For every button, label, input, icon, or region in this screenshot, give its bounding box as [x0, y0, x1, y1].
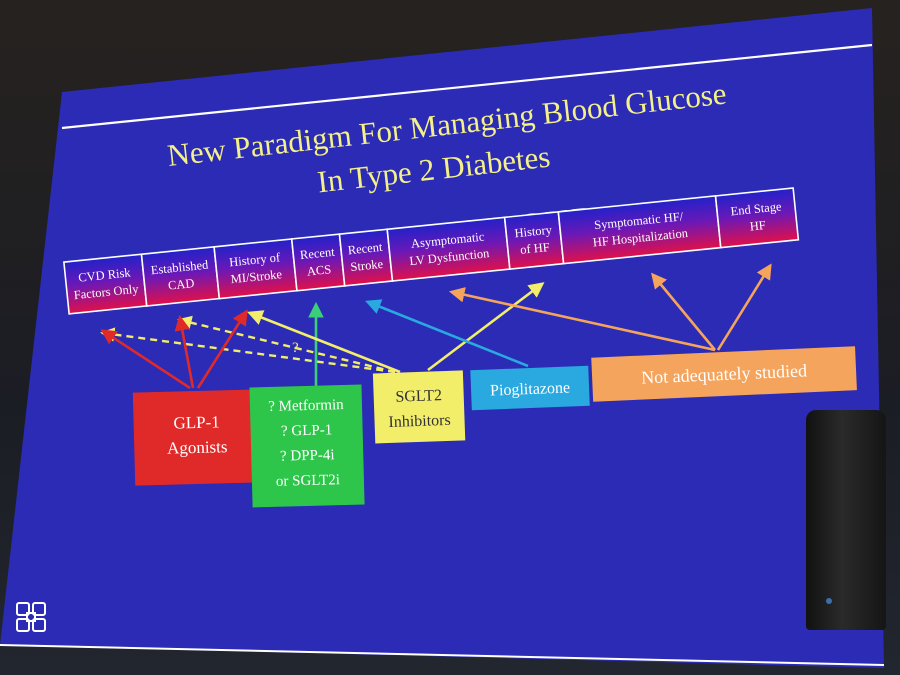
- speaker-icon: [806, 410, 886, 630]
- uncertain-question-mark: ?: [292, 340, 299, 356]
- stage-box-4: [290, 233, 346, 292]
- slide-top-rule: [61, 43, 873, 130]
- stage-label-4-line1: Recent: [299, 245, 335, 262]
- stage-label-9-line1: End Stage: [730, 199, 783, 218]
- stage-box-5: [338, 228, 394, 287]
- sglt2-dashed-line-2: [177, 315, 396, 374]
- sglt2-inhibitors-box: [372, 370, 466, 444]
- sglt2-label-line1: SGLT2: [395, 387, 442, 406]
- stage-label-5-line2: Stroke: [350, 257, 384, 274]
- speaker-led: [826, 598, 832, 604]
- stage-label-1-line1: CVD Risk: [78, 265, 132, 284]
- stage-label-3-line1: History of: [229, 250, 282, 269]
- pioglitazone-arrow-recent-stroke: [365, 299, 529, 368]
- stage-label-2-line2: CAD: [167, 276, 195, 293]
- pioglitazone-box: [470, 365, 590, 411]
- stage-box-7: [503, 211, 565, 270]
- glp1-agonists-box: [132, 389, 262, 486]
- glp1-label-line2: Agonists: [167, 437, 228, 458]
- sglt2-dashed-line-1: [100, 327, 396, 374]
- pioglitazone-label: Pioglitazone: [490, 379, 571, 399]
- stage-label-2-line1: Established: [150, 257, 209, 277]
- not-studied-arrow-end-stage: [716, 263, 772, 351]
- stage-label-9-line2: HF: [749, 218, 766, 234]
- uncertain-line1: ? Metformin: [268, 397, 344, 415]
- stage-label-1-line2: Factors Only: [73, 282, 140, 303]
- stage-box-3: [213, 238, 298, 300]
- glp1-arrow-risk-factors: [100, 329, 191, 390]
- sglt2-arrow-mi-stroke: [247, 310, 401, 374]
- stage-label-5-line1: Recent: [347, 240, 383, 257]
- uncertain-line4: or SGLT2i: [276, 472, 340, 490]
- glp1-label-line1: GLP-1: [173, 412, 220, 432]
- sglt2-arrow-history-hf: [427, 282, 545, 372]
- stage-box-9: [714, 187, 800, 249]
- stage-label-7-line2: of HF: [520, 240, 551, 257]
- glp1-arrow-cad: [174, 314, 195, 389]
- not-studied-arrow-symptomatic-hf: [651, 272, 717, 351]
- stage-label-4-line2: ACS: [306, 262, 332, 278]
- uncertain-line2: ? GLP-1: [281, 422, 333, 439]
- stage-label-3-line2: MI/Stroke: [230, 267, 283, 286]
- not-studied-arrow-lv: [448, 287, 716, 352]
- four-square-clover-logo-icon: [16, 602, 46, 632]
- glp1-arrow-mi-stroke: [196, 309, 248, 389]
- stage-box-6: [386, 216, 511, 282]
- slide-bottom-rule: [0, 644, 885, 666]
- not-adequately-studied-box: [591, 346, 857, 402]
- slide-background: [0, 8, 884, 668]
- uncertain-therapies-box: [249, 384, 365, 508]
- sglt2-label-line2: Inhibitors: [388, 412, 451, 431]
- uncertain-line3: ? DPP-4i: [280, 447, 335, 464]
- stage-label-7-line1: History: [514, 223, 553, 241]
